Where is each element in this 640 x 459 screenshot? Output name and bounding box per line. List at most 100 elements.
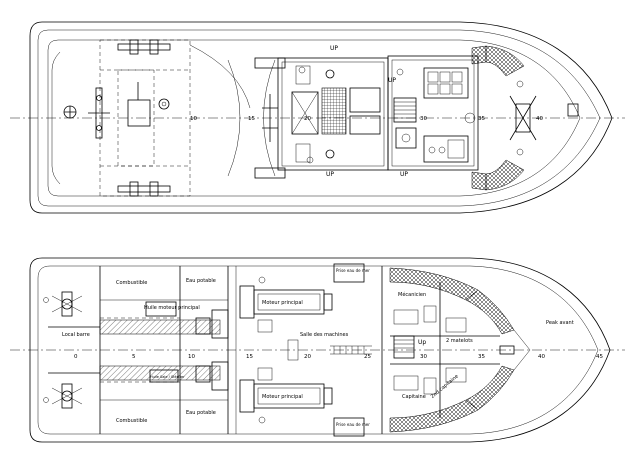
steering-gear-icon xyxy=(61,298,73,310)
lower-inner-hull xyxy=(37,265,599,435)
label-eau-potable-bottom: Eau potable xyxy=(186,410,216,416)
bow-bollard xyxy=(516,148,524,156)
small-tank xyxy=(195,317,211,335)
hull-frame-band-top-2 xyxy=(465,289,515,335)
up-label: UP xyxy=(388,77,396,84)
hull-frame-band-bottom xyxy=(389,399,479,433)
lower-deck-plan: 0 5 10 15 20 25 30 35 40 45 Local barre … xyxy=(10,257,625,443)
sea-intake-top xyxy=(333,263,365,283)
mess-seat xyxy=(427,83,439,95)
engine-fixture xyxy=(258,416,266,424)
deckhouse-fixture-small xyxy=(306,156,314,164)
aft-capstan-cross xyxy=(64,106,76,118)
mess-seat xyxy=(439,71,451,83)
up-label: UP xyxy=(330,45,338,52)
upper-frame-15: 15 xyxy=(248,116,255,122)
steering-gear-icon xyxy=(61,390,73,402)
fwd-stair-steps xyxy=(394,101,416,119)
deckhouse-fixture-icon xyxy=(325,149,335,159)
label-combustible-bottom: Combustible xyxy=(116,418,147,424)
lower-frame-10: 10 xyxy=(188,354,195,360)
mid-winch-bottom xyxy=(254,167,286,179)
aft-machinery-box xyxy=(127,99,151,127)
label-matelots: 2 matelots xyxy=(446,338,473,344)
aft-bollard-icon xyxy=(96,95,102,101)
upper-frame-35: 35 xyxy=(478,116,485,122)
lower-up-label: Up xyxy=(418,339,426,346)
forward-accommodation xyxy=(387,55,479,171)
aft-winch-bottom xyxy=(117,185,171,193)
passage-ticks xyxy=(333,346,365,354)
aft-bollard-icon xyxy=(96,125,102,131)
huile-sale-tank xyxy=(149,369,179,383)
upper-bulwark-line xyxy=(37,29,601,207)
small-tank-2 xyxy=(211,309,229,339)
engine-front-bottom xyxy=(323,387,333,405)
galley-burner xyxy=(438,146,446,154)
frame-arc xyxy=(263,59,276,177)
galley-burner xyxy=(428,146,436,154)
engine-casing-grid xyxy=(321,87,347,135)
deckhouse-fixture-icon xyxy=(325,69,335,79)
mid-winch-top xyxy=(254,57,286,69)
aft-reel-icon xyxy=(158,98,170,110)
wc-cabin xyxy=(423,377,437,395)
bow-locker-bottom xyxy=(485,159,525,191)
berth xyxy=(393,375,419,391)
label-moteur-bottom: Moteur principal xyxy=(262,394,303,400)
lower-stair-steps xyxy=(394,339,414,353)
upper-stern-curve xyxy=(51,51,61,185)
upper-deck-edge xyxy=(47,39,581,197)
mess-seat xyxy=(427,71,439,83)
frame-arc xyxy=(189,44,251,109)
lower-frame-25: 25 xyxy=(364,354,371,360)
upper-frame-20: 20 xyxy=(304,116,311,122)
wc-room xyxy=(395,127,417,149)
label-prise-bottom: Prise eau de mer xyxy=(336,422,370,427)
lower-frame-45: 45 xyxy=(596,354,603,360)
upper-hull-outline xyxy=(29,21,613,214)
deckhouse-locker xyxy=(295,143,311,163)
galley-unit xyxy=(423,135,469,163)
hull-frame-band-bottom-2 xyxy=(465,365,515,411)
aft-winch-bottom-drum xyxy=(149,181,159,197)
lower-frame-20: 20 xyxy=(304,354,311,360)
deckhouse-cross xyxy=(291,91,319,135)
lower-frame-35: 35 xyxy=(478,354,485,360)
wc-cabin xyxy=(423,305,437,323)
engine-aux xyxy=(257,319,273,333)
label-peak-avant: Peak avant xyxy=(546,320,574,326)
engine-aux xyxy=(257,367,273,381)
small-tank-2 xyxy=(211,361,229,391)
label-huile-moteur: Huile moteur principal xyxy=(144,305,200,311)
galley-sink xyxy=(447,139,465,159)
aft-fitting xyxy=(43,397,49,403)
steering-cross xyxy=(51,387,83,405)
shaft-tunnel-top xyxy=(99,319,221,335)
aft-reel-hub xyxy=(161,101,167,107)
lower-frame-40: 40 xyxy=(538,354,545,360)
bow-locker-top xyxy=(485,45,525,77)
label-capitaine: Capitaine xyxy=(402,394,426,400)
engine-front-top xyxy=(323,293,333,311)
mid-mast-crossbars xyxy=(262,107,278,129)
fwd-fixture-icon xyxy=(396,68,404,76)
aft-fitting xyxy=(43,297,49,303)
up-label: UP xyxy=(326,171,334,178)
frame-arc xyxy=(227,59,241,177)
engine-fixture xyxy=(258,276,266,284)
anchor-windlass xyxy=(515,103,531,133)
huile-tank xyxy=(145,301,177,317)
bow-fitting xyxy=(567,103,579,117)
aft-deck-dashed-area xyxy=(99,39,191,197)
mess-seat xyxy=(451,83,463,95)
mess-seat xyxy=(439,83,451,95)
lower-frame-30: 30 xyxy=(420,354,427,360)
passage-lines xyxy=(330,345,372,355)
label-eau-potable-top: Eau potable xyxy=(186,278,216,284)
upper-deckhouse-inner xyxy=(281,61,385,167)
mess-seat xyxy=(451,71,463,83)
label-prise-top: Prise eau de mer xyxy=(336,268,370,273)
